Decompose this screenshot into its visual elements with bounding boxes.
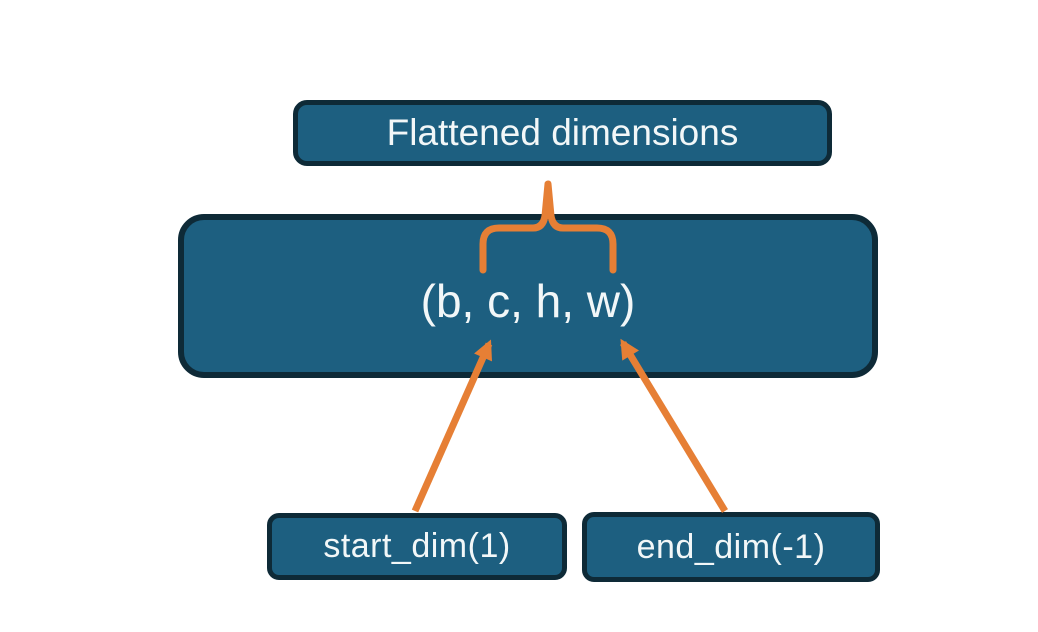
node-end-dim: end_dim(-1) bbox=[582, 512, 880, 582]
start-dim-label: start_dim(1) bbox=[323, 527, 511, 565]
flattened-dimensions-label: Flattened dimensions bbox=[386, 112, 739, 153]
node-start-dim: start_dim(1) bbox=[267, 513, 567, 580]
tensor-shape-label: (b, c, h, w) bbox=[420, 275, 636, 327]
node-flattened-dimensions: Flattened dimensions bbox=[293, 100, 832, 166]
node-tensor-shape: (b, c, h, w) bbox=[178, 214, 878, 378]
end-dim-label: end_dim(-1) bbox=[636, 527, 826, 566]
